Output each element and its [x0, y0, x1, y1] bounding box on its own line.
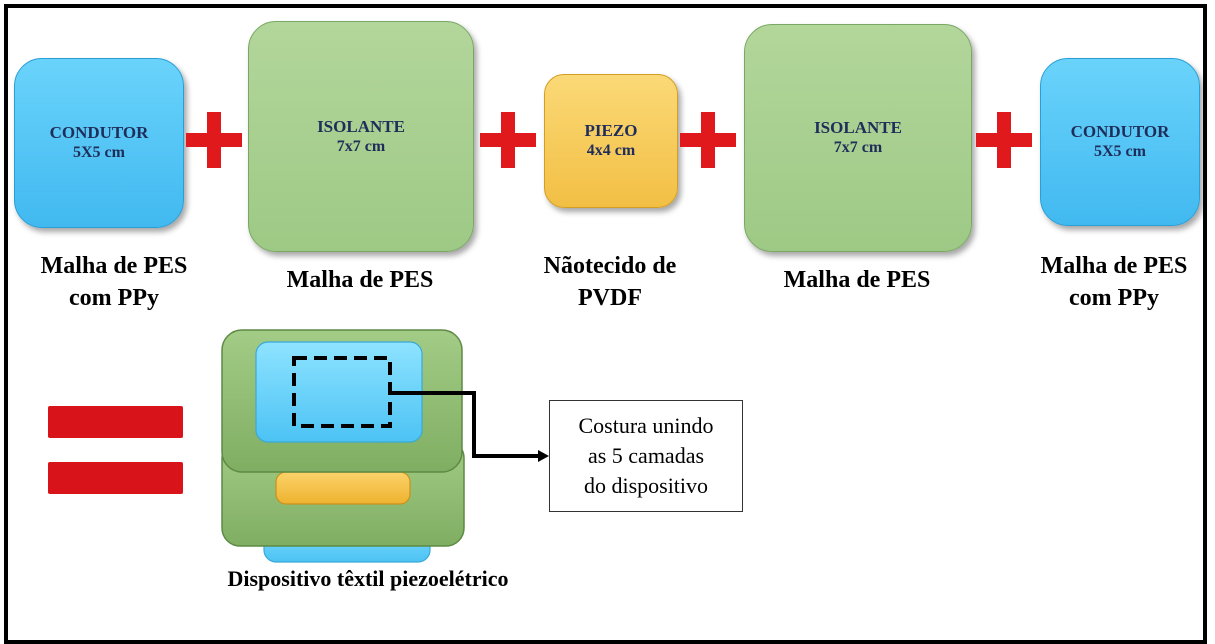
material-label-conductor-right: Malha de PES com PPy [1014, 250, 1214, 314]
layer-box-insulator-right: ISOLANTE 7x7 cm [744, 24, 972, 252]
layer-box-insulator-left: ISOLANTE 7x7 cm [248, 21, 474, 252]
stacked-device-illustration [221, 329, 465, 563]
plus-operator-2 [480, 112, 536, 168]
material-line: com PPy [69, 285, 159, 311]
material-label-insulator-left: Malha de PES [260, 264, 460, 296]
device-caption: Dispositivo têxtil piezoelétrico [227, 566, 509, 591]
layer-size: 5X5 cm [73, 144, 125, 161]
plus-operator-4 [976, 112, 1032, 168]
material-line: Malha de PES [40, 253, 188, 279]
material-line: Malha de PES [286, 267, 434, 293]
layer-title: ISOLANTE [814, 118, 902, 137]
material-label-conductor-left: Malha de PES com PPy [14, 250, 214, 314]
layer-box-conductor-right: CONDUTOR 5X5 cm [1040, 58, 1200, 226]
layer-title: ISOLANTE [317, 116, 405, 136]
callout-line: Costura unindo [578, 413, 714, 438]
layer-title: CONDUTOR [49, 123, 149, 142]
material-line: Nãotecido de [543, 253, 677, 279]
layer-box-conductor-left: CONDUTOR 5X5 cm [14, 58, 184, 228]
plus-operator-3 [680, 112, 736, 168]
layer-size: 5X5 cm [1094, 143, 1146, 160]
material-label-piezo: Nãotecido de PVDF [510, 250, 710, 314]
piezo-layer [275, 471, 411, 505]
layer-title: CONDUTOR [1070, 122, 1170, 141]
equals-bar-bottom [48, 462, 183, 494]
material-line: com PPy [1069, 285, 1159, 311]
material-line: PVDF [578, 285, 642, 311]
layer-title: PIEZO [584, 121, 638, 140]
connector-line [390, 391, 540, 458]
material-line: Malha de PES [783, 267, 931, 293]
layer-size: 7x7 cm [336, 137, 386, 155]
material-label-insulator-right: Malha de PES [757, 264, 957, 296]
layer-size: 7x7 cm [833, 139, 883, 156]
callout-connector [390, 391, 549, 462]
plus-operator-1 [186, 112, 242, 168]
arrowhead [538, 450, 549, 462]
layer-size: 4x4 cm [586, 142, 636, 159]
callout-line: as 5 camadas [587, 443, 705, 468]
material-line: Malha de PES [1040, 253, 1188, 279]
equals-bar-top [48, 406, 183, 438]
stitch-callout-box: Costura unindo as 5 camadas do dispositi… [549, 400, 743, 512]
layer-box-piezo: PIEZO 4x4 cm [544, 74, 678, 208]
callout-line: do dispositivo [583, 473, 709, 498]
